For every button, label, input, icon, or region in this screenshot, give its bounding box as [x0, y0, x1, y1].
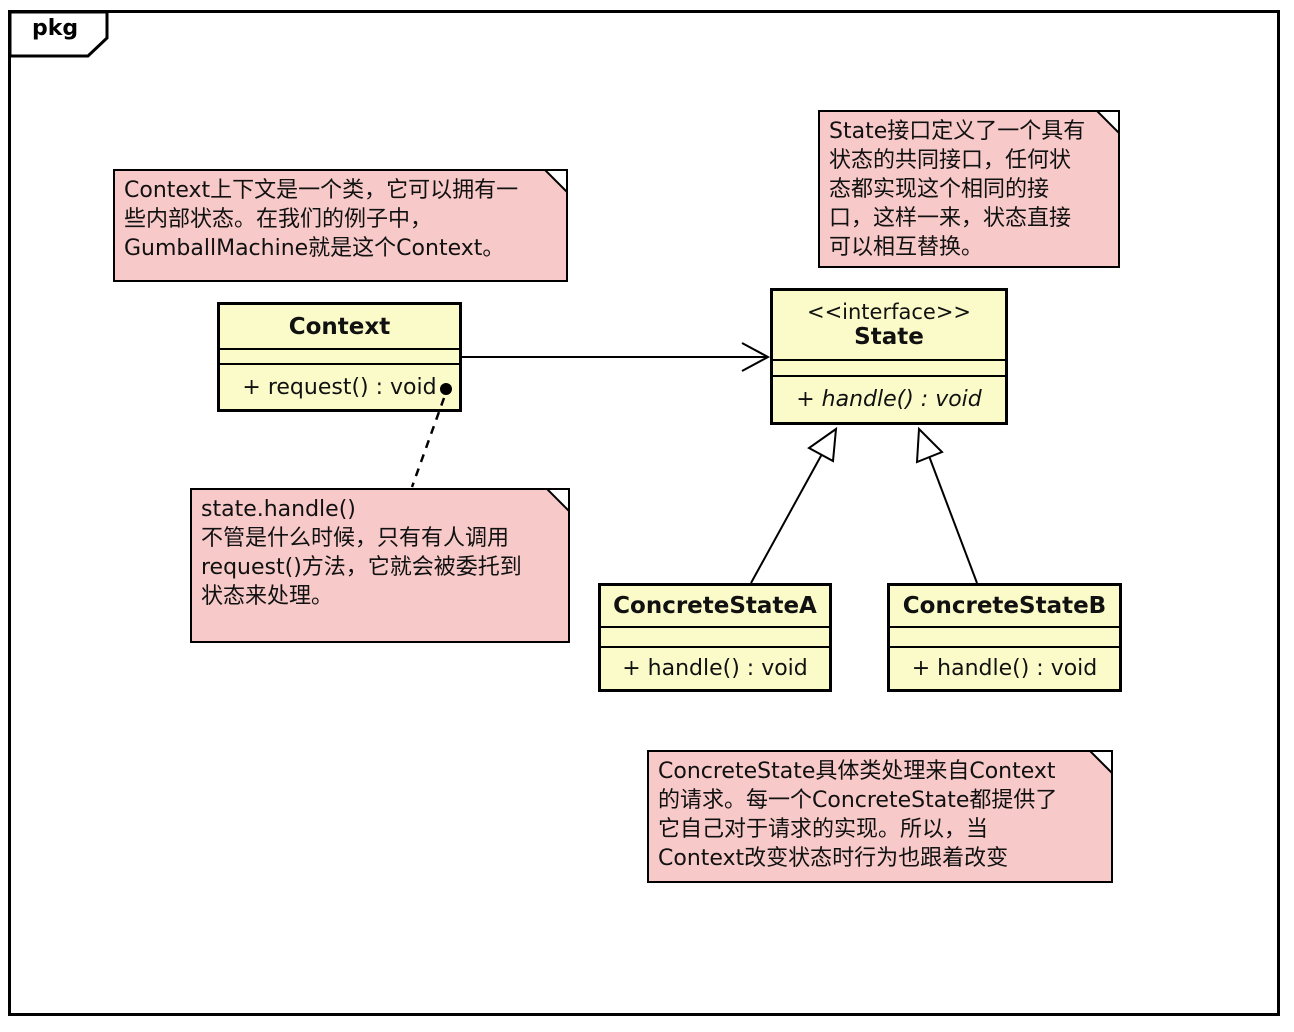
package-tab — [8, 10, 110, 58]
class-name: ConcreteStateB — [890, 586, 1119, 628]
note-line: 状态来处理。 — [201, 584, 334, 609]
class-name: State — [854, 324, 924, 350]
class-method: + handle() : void — [911, 656, 1098, 681]
class-box-context: Context + request() : void — [217, 302, 462, 412]
interface-box-state: <<interface>> State + handle() : void — [770, 288, 1008, 425]
note-line: 它自己对于请求的实现。所以，当 — [658, 817, 989, 842]
note-line: State接口定义了一个具有 — [829, 119, 1086, 144]
class-box-concretestateb: ConcreteStateB + handle() : void — [887, 583, 1122, 692]
note-state-handle-description: state.handle() 不管是什么时候，只有有人调用 request()方… — [190, 488, 570, 643]
class-attributes-empty — [601, 628, 829, 648]
note-state-description: State接口定义了一个具有 状态的共同接口，任何状 态都实现这个相同的接 口，… — [818, 110, 1120, 268]
interface-header: <<interface>> State — [773, 291, 1005, 361]
package-tab-shape — [8, 10, 109, 58]
note-line: 状态的共同接口，任何状 — [829, 148, 1072, 173]
note-line: state.handle() — [201, 497, 356, 522]
note-fold-icon — [1096, 110, 1120, 134]
note-fold-icon — [544, 169, 568, 193]
note-line: Context上下文是一个类，它可以拥有一 — [124, 178, 519, 203]
note-line: 的请求。每一个ConcreteState都提供了 — [658, 788, 1058, 813]
class-attributes-empty — [890, 628, 1119, 648]
class-method: + handle() : void — [796, 387, 982, 412]
note-concretestate-description: ConcreteState具体类处理来自Context 的请求。每一个Concr… — [647, 750, 1113, 883]
class-method: + request() : void — [242, 374, 437, 400]
package-tab-label: pkg — [32, 16, 79, 41]
note-line: 些内部状态。在我们的例子中， — [124, 207, 433, 232]
class-attributes-empty — [220, 350, 459, 365]
note-context-description: Context上下文是一个类，它可以拥有一 些内部状态。在我们的例子中， Gum… — [113, 169, 568, 282]
note-line: Context改变状态时行为也跟着改变 — [658, 846, 1009, 871]
package-frame — [8, 10, 1280, 1016]
class-method: + handle() : void — [622, 656, 808, 681]
note-fold-icon — [1089, 750, 1113, 774]
class-box-concretestatea: ConcreteStateA + handle() : void — [598, 583, 832, 692]
note-line: 不管是什么时候，只有有人调用 — [201, 526, 510, 551]
note-line: 可以相互替换。 — [829, 235, 984, 260]
note-line: 态都实现这个相同的接 — [829, 177, 1050, 202]
class-name: Context — [220, 305, 459, 350]
class-attributes-empty — [773, 361, 1005, 377]
note-line: GumballMachine就是这个Context。 — [124, 236, 505, 261]
note-line: ConcreteState具体类处理来自Context — [658, 759, 1056, 784]
interface-stereotype: <<interface>> — [806, 300, 972, 324]
note-fold-icon — [546, 488, 570, 512]
class-name: ConcreteStateA — [601, 586, 829, 628]
note-line: 口，这样一来，状态直接 — [829, 206, 1072, 231]
note-line: request()方法，它就会被委托到 — [201, 555, 522, 580]
